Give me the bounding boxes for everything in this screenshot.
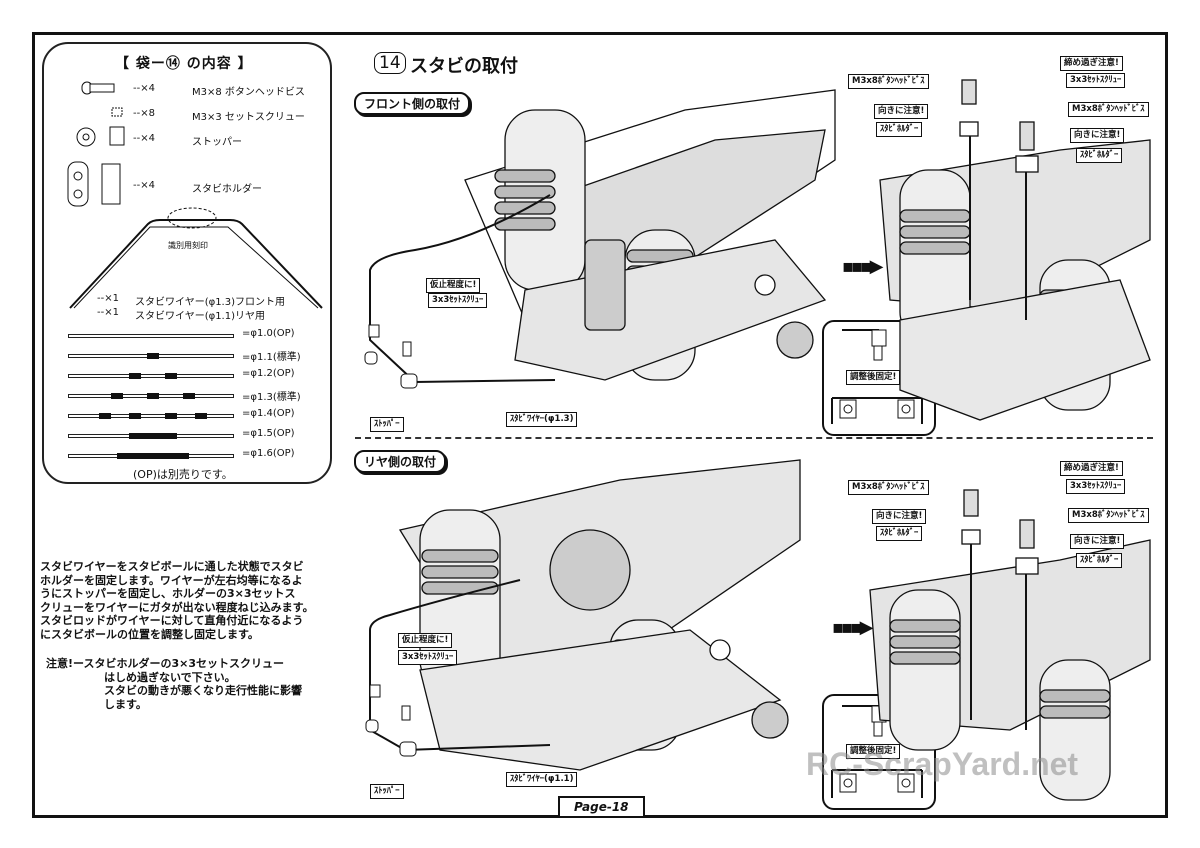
right-arrow-icon: ▪▪▪▶	[832, 617, 873, 638]
wire-qty-1: --×1	[97, 293, 119, 304]
front-chassis-illustration	[364, 89, 836, 389]
wire-option-label: =φ1.0(OP)	[242, 328, 295, 339]
front-set-screw-label: 3x3ｾｯﾄｽｸﾘｭｰ	[428, 293, 488, 308]
wire-option-label: =φ1.1(標準)	[242, 352, 301, 363]
front-button-screw-label: M3x8ﾎﾞﾀﾝﾍｯﾄﾞﾋﾞｽ	[848, 74, 929, 89]
wire-option-row	[68, 353, 234, 359]
stopper-icon	[76, 126, 125, 147]
wire-option-label: =φ1.3(標準)	[242, 392, 301, 403]
right-arrow-icon: ▪▪▪▶	[842, 256, 883, 277]
button-screw-icon	[81, 81, 115, 95]
caution-line: はしめ過ぎないで下さい。	[104, 670, 236, 684]
part-qty-4: --×4	[133, 180, 155, 191]
engraving-label: 識別用刻印	[168, 241, 208, 250]
rear-set-screw-label: 3x3ｾｯﾄｽｸﾘｭｰ	[398, 650, 458, 665]
stabi-holder-icon	[67, 161, 121, 207]
instruction-line: うにストッパーを固定し、ホルダーの3×3セットス	[40, 587, 296, 600]
rear-temp-fix-label: 仮止程度に!	[398, 633, 453, 648]
rear-button-screw-label: M3x8ﾎﾞﾀﾝﾍｯﾄﾞﾋﾞｽ	[848, 480, 929, 495]
parts-box-title: 【 袋ー⑭ の内容 】	[115, 56, 253, 72]
rear-chassis-illustration	[365, 459, 801, 771]
part-qty-1: --×4	[133, 83, 155, 94]
section-divider	[355, 437, 1153, 439]
rear-holder-1-label: ｽﾀﾋﾞﾎﾙﾀﾞｰ	[876, 526, 923, 541]
wire-option-row	[68, 373, 234, 379]
rear-button-screw-right-label: M3x8ﾎﾞﾀﾝﾍｯﾄﾞﾋﾞｽ	[1068, 508, 1149, 523]
section-title: スタビの取付	[410, 56, 518, 77]
front-fix-after-label: 調整後固定!	[846, 370, 901, 385]
front-wire-label: ｽﾀﾋﾞﾜｲﾔｰ(φ1.3)	[506, 412, 578, 427]
part-name-4: スタビホルダー	[192, 184, 262, 195]
rear-right-illustration	[869, 489, 1151, 801]
rear-stopper-label: ｽﾄｯﾊﾟｰ	[370, 784, 404, 799]
instruction-line: スタビワイヤーをスタビボールに通した状態でスタビ	[40, 560, 304, 573]
wire-option-row	[68, 334, 234, 338]
front-detail-drawing	[831, 329, 923, 424]
front-holder-1-label: ｽﾀﾋﾞﾎﾙﾀﾞｰ	[876, 122, 923, 137]
part-name-2: M3×3 セットスクリュー	[192, 112, 305, 123]
part-qty-2: --×8	[133, 108, 155, 119]
rear-heading: リヤ側の取付	[354, 450, 447, 473]
front-temp-fix-label: 仮止程度に!	[426, 278, 481, 293]
rear-direction-1-label: 向きに注意!	[872, 509, 927, 524]
caution-line: 注意!ースタビホルダーの3×3セットスクリュー	[46, 657, 284, 670]
page-frame	[32, 32, 1168, 818]
watermark: RC-ScrapYard.net	[806, 746, 1079, 782]
rear-holder-2-label: ｽﾀﾋﾞﾎﾙﾀﾞｰ	[1076, 553, 1123, 568]
caution-line: します。	[104, 697, 147, 711]
wire-option-label: =φ1.6(OP)	[242, 448, 295, 459]
option-footnote: (OP)は別売りです。	[133, 468, 233, 481]
parts-icons	[67, 81, 125, 207]
wire-option-row	[68, 413, 234, 419]
rear-overtighten-label: 締め過ぎ注意!	[1060, 461, 1123, 476]
parts-contents-box	[42, 42, 332, 484]
front-set-screw-right-label: 3x3ｾｯﾄｽｸﾘｭｰ	[1066, 73, 1126, 88]
page-number: Page-18	[558, 796, 645, 816]
instruction-line: ホルダーを固定します。ワイヤーが左右均等になるよ	[40, 573, 303, 587]
front-stopper-label: ｽﾄｯﾊﾟｰ	[370, 417, 404, 432]
part-name-3: ストッパー	[192, 137, 242, 148]
wire-option-row	[68, 433, 234, 439]
front-right-illustration	[879, 79, 1151, 421]
part-qty-3: --×4	[133, 133, 155, 144]
wire-option-label: =φ1.4(OP)	[242, 408, 295, 419]
front-overtighten-label: 締め過ぎ注意!	[1060, 56, 1123, 71]
front-direction-2-label: 向きに注意!	[1070, 128, 1125, 143]
wire-option-row	[68, 393, 234, 399]
section-number: 14	[374, 52, 406, 74]
wire-option-label: =φ1.2(OP)	[242, 368, 295, 379]
wire-name-1: スタビワイヤー(φ1.3)フロント用	[135, 297, 286, 308]
stabi-wire-illustration	[69, 207, 323, 309]
instruction-line: にスタビボールの位置を調整し固定します。	[40, 627, 259, 641]
set-screw-icon	[111, 107, 123, 117]
instructions: スタビワイヤーをスタビボールに通した状態でスタビ ホルダーを固定します。ワイヤー…	[40, 560, 350, 641]
rear-direction-2-label: 向きに注意!	[1070, 534, 1125, 549]
rear-fix-after-label: 調整後固定!	[846, 744, 901, 759]
wire-option-row	[68, 453, 234, 459]
wire-name-2: スタビワイヤー(φ1.1)リヤ用	[135, 311, 266, 322]
front-direction-1-label: 向きに注意!	[874, 104, 929, 119]
instruction-line: クリューをワイヤーにガタが出ない程度ねじ込みます。	[40, 600, 314, 614]
rear-wire-label: ｽﾀﾋﾞﾜｲﾔｰ(φ1.1)	[506, 772, 578, 787]
wire-qty-2: --×1	[97, 307, 119, 318]
rear-set-screw-right-label: 3x3ｾｯﾄｽｸﾘｭｰ	[1066, 479, 1126, 494]
front-holder-2-label: ｽﾀﾋﾞﾎﾙﾀﾞｰ	[1076, 148, 1123, 163]
caution-line: スタビの動きが悪くなり走行性能に影響	[104, 684, 302, 697]
instruction-line: スタビロッドがワイヤーに対して直角付近になるよう	[40, 614, 304, 627]
wire-option-label: =φ1.5(OP)	[242, 428, 295, 439]
caution-note: 注意!ースタビホルダーの3×3セットスクリュー はしめ過ぎないで下さい。 スタビ…	[46, 657, 356, 711]
front-button-screw-right-label: M3x8ﾎﾞﾀﾝﾍｯﾄﾞﾋﾞｽ	[1068, 102, 1149, 117]
part-name-1: M3×8 ボタンヘッドビス	[192, 87, 305, 98]
front-heading: フロント側の取付	[354, 92, 471, 115]
